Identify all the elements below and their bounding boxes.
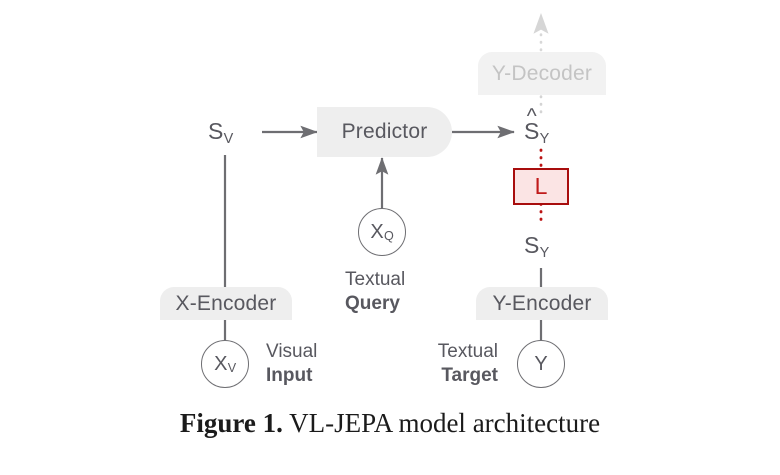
- node-textual-query-subscript: Q: [384, 228, 394, 243]
- node-textual-query-base: X: [370, 220, 384, 243]
- node-visual-input-base: X: [214, 352, 228, 375]
- side-label-textual-target: Textual Target: [398, 340, 498, 389]
- block-y-decoder[interactable]: Y-Decoder: [478, 52, 606, 95]
- label-sy-hat-accent: ^: [526, 105, 537, 129]
- node-textual-target[interactable]: Y: [517, 340, 565, 388]
- block-y-decoder-label: Y-Decoder: [491, 61, 593, 85]
- node-textual-target-base: Y: [534, 352, 548, 375]
- block-x-encoder-label: X-Encoder: [175, 291, 277, 315]
- block-x-encoder[interactable]: X-Encoder: [160, 287, 292, 320]
- loss-symbol: L: [534, 173, 548, 199]
- figure-caption-number: Figure 1.: [179, 408, 283, 438]
- figure-caption: Figure 1. VL-JEPA model architecture: [0, 408, 780, 439]
- node-visual-input-subscript: V: [227, 360, 237, 375]
- side-label-textual-target-line1: Textual: [437, 341, 498, 362]
- label-sy-hat-basewrap: ^S: [524, 106, 540, 145]
- loss-box[interactable]: L: [513, 168, 569, 205]
- block-y-encoder[interactable]: Y-Encoder: [476, 287, 608, 320]
- label-sy-hat-subscript: Y: [539, 131, 550, 148]
- side-label-textual-query-line1: Textual: [345, 269, 406, 290]
- side-label-textual-query: Textual Query: [345, 268, 405, 317]
- block-predictor[interactable]: Predictor: [317, 107, 452, 157]
- label-sy-subscript: Y: [539, 245, 550, 262]
- block-y-encoder-label: Y-Encoder: [492, 291, 592, 315]
- label-sv-base: S: [208, 118, 224, 144]
- label-sy-base: S: [524, 232, 540, 258]
- label-sy-hat-base: S: [524, 118, 540, 144]
- side-label-textual-query-line2: Query: [345, 293, 400, 315]
- block-predictor-label: Predictor: [341, 120, 428, 143]
- side-label-textual-target-line2: Target: [441, 365, 498, 387]
- side-label-visual-input-line2: Input: [266, 365, 313, 387]
- side-label-visual-input-line1: Visual: [266, 341, 318, 362]
- label-sv-subscript: V: [223, 131, 234, 148]
- side-label-visual-input: Visual Input: [266, 340, 317, 389]
- figure-caption-text: VL-JEPA model architecture: [289, 408, 601, 438]
